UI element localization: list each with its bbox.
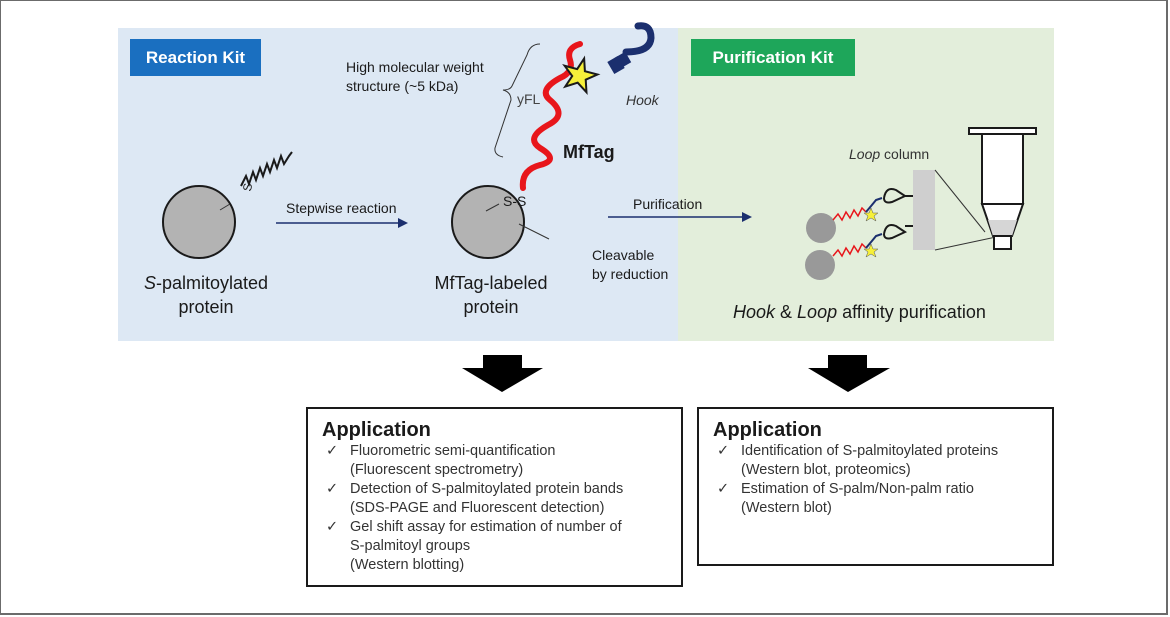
spin-column-icon — [968, 127, 1037, 250]
application-title: Application — [322, 419, 431, 441]
bound-protein-2 — [805, 224, 916, 280]
item-line: (Western blotting) — [350, 557, 465, 573]
palmitoyl-chain-icon — [240, 151, 293, 187]
mftag-labeled-protein-label: MfTag-labeled protein — [408, 271, 574, 319]
application-item: ✓ Detection of S-palmitoylated protein b… — [322, 480, 681, 518]
loop-italic-caption: Loop — [797, 302, 838, 322]
palmitoylated-protein-circle — [162, 185, 236, 259]
check-icon: ✓ — [326, 519, 339, 535]
palmitoylated-text: -palmitoylated — [155, 273, 269, 293]
cleavable-line1: Cleavable — [592, 247, 655, 263]
check-icon: ✓ — [717, 481, 730, 497]
application-item: ✓ Fluorometric semi-quantification (Fluor… — [322, 442, 681, 480]
loop-column-label: Loop column — [849, 146, 929, 162]
item-line: Gel shift assay for estimation of number… — [350, 519, 622, 535]
item-line: (SDS-PAGE and Fluorescent detection) — [350, 500, 605, 516]
protein1-line2: protein — [178, 297, 234, 317]
hmw-label-line1: High molecular weight — [346, 59, 484, 75]
hmw-label-line2: structure (~5 kDa) — [346, 78, 459, 94]
reaction-kit-badge: Reaction Kit — [130, 39, 261, 76]
s-italic: S — [143, 273, 156, 293]
hook-italic: Hook — [733, 302, 776, 322]
application-item: ✓ Gel shift assay for estimation of numb… — [322, 518, 681, 575]
purification-kit-badge: Purification Kit — [691, 39, 855, 76]
mftag-chain — [519, 41, 583, 191]
item-line: Detection of S-palmitoylated protein ban… — [350, 481, 624, 497]
mftag-label: MfTag — [563, 142, 615, 162]
column-zoom-line-top — [934, 169, 986, 233]
application-box-purification: Application ✓ Identification of S-palmit… — [697, 407, 1054, 566]
application-title: Application — [713, 419, 822, 441]
cleavable-label: Cleavable by reduction — [592, 246, 668, 284]
down-arrow-right — [808, 355, 890, 392]
stepwise-reaction-label: Stepwise reaction — [286, 200, 397, 216]
palmitoylated-protein-label: S-palmitoylated protein — [132, 271, 280, 319]
cleavable-line2: by reduction — [592, 266, 669, 282]
check-icon: ✓ — [717, 443, 730, 459]
item-line: (Western blot, proteomics) — [741, 462, 911, 478]
amp-text: & — [775, 302, 798, 322]
mftag-labeled-protein-circle — [451, 185, 525, 259]
item-line: S-palmitoyl groups — [350, 538, 471, 554]
item-line: (Fluorescent spectrometry) — [350, 462, 524, 478]
hook-loop-caption: Hook & Loop affinity purification — [733, 302, 986, 323]
item-line: (Western blot) — [741, 500, 832, 516]
column-text: column — [880, 146, 930, 162]
cleavable-pointer — [518, 223, 550, 240]
check-icon: ✓ — [326, 481, 339, 497]
column-zoom-line-bottom — [934, 236, 997, 251]
ss-bond-label: S-S — [503, 193, 527, 209]
application-item: ✓ Identification of S-palmitoylated prot… — [713, 442, 1052, 480]
bound-protein-1 — [806, 188, 916, 243]
application-item: ✓ Estimation of S-palm/Non-palm ratio (We… — [713, 480, 1052, 518]
affinity-text: affinity purification — [837, 302, 986, 322]
protein2-line2: protein — [463, 297, 519, 317]
item-line: Estimation of S-palm/Non-palm ratio — [741, 481, 974, 497]
loop-italic: Loop — [849, 146, 881, 162]
yfl-label: yFL — [517, 91, 541, 107]
hook-icon — [607, 22, 655, 75]
check-icon: ✓ — [326, 443, 339, 459]
hmw-bracket — [494, 43, 541, 158]
hmw-structure-label: High molecular weight structure (~5 kDa) — [346, 58, 484, 96]
protein1-s-bond — [219, 203, 231, 211]
loop-column-resin — [913, 170, 935, 250]
item-line: Identification of S-palmitoylated protei… — [741, 443, 999, 459]
protein2-ss-bond — [485, 203, 500, 212]
yfl-fluorophore-star-icon — [562, 55, 601, 96]
hook-label: Hook — [626, 92, 659, 108]
application-box-reaction: Application ✓ Fluorometric semi-quantifi… — [306, 407, 683, 587]
down-arrow-left — [462, 355, 543, 392]
purification-arrow-label: Purification — [633, 196, 703, 212]
item-line: Fluorometric semi-quantification — [350, 443, 556, 459]
protein2-line1: MfTag-labeled — [434, 273, 548, 293]
